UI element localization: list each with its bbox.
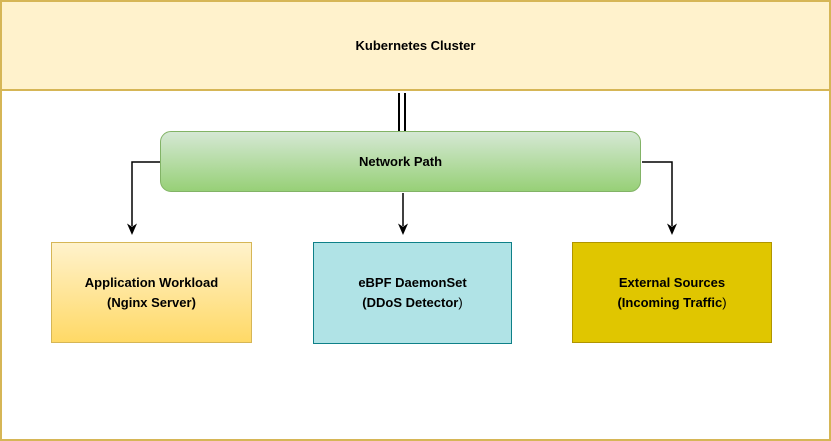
network-to-external-connector — [642, 161, 673, 226]
application-workload-line2: (Nginx Server) — [85, 293, 218, 313]
application-workload-label: Application Workload (Nginx Server) — [85, 273, 218, 313]
network-to-workload-connector — [131, 161, 161, 226]
external-sources-line2-suffix: ) — [722, 294, 727, 310]
ebpf-daemonset-line2-suffix: ) — [458, 295, 463, 310]
external-sources-label: External Sources (Incoming Traffic) — [617, 273, 726, 313]
arrowheads — [127, 223, 677, 235]
arrowhead-external-icon — [667, 223, 677, 235]
ebpf-daemonset-line2: (DDoS Detector) — [358, 293, 466, 313]
ebpf-daemonset-line1: eBPF DaemonSet — [358, 275, 467, 290]
node-external-sources: External Sources (Incoming Traffic) — [572, 242, 772, 343]
ebpf-daemonset-line2-text: (DDoS Detector — [362, 295, 459, 310]
ebpf-daemonset-label: eBPF DaemonSet (DDoS Detector) — [358, 273, 466, 313]
node-ebpf-daemonset: eBPF DaemonSet (DDoS Detector) — [313, 242, 512, 344]
arrowhead-ebpf-icon — [398, 223, 408, 235]
external-sources-line1: External Sources — [618, 274, 726, 290]
network-path-node: Network Path — [160, 131, 641, 192]
application-workload-line1: Application Workload — [84, 274, 219, 290]
cluster-title-banner: Kubernetes Cluster — [2, 2, 829, 91]
arrowhead-workload-icon — [127, 223, 137, 235]
cluster-title: Kubernetes Cluster — [355, 38, 476, 53]
node-application-workload: Application Workload (Nginx Server) — [51, 242, 252, 343]
external-sources-line2: (Incoming Traffic) — [617, 293, 726, 313]
application-workload-line2-text: (Nginx Server) — [107, 294, 196, 310]
external-sources-line2-text: (Incoming Traffic — [617, 294, 723, 310]
network-path-label: Network Path — [358, 154, 443, 169]
